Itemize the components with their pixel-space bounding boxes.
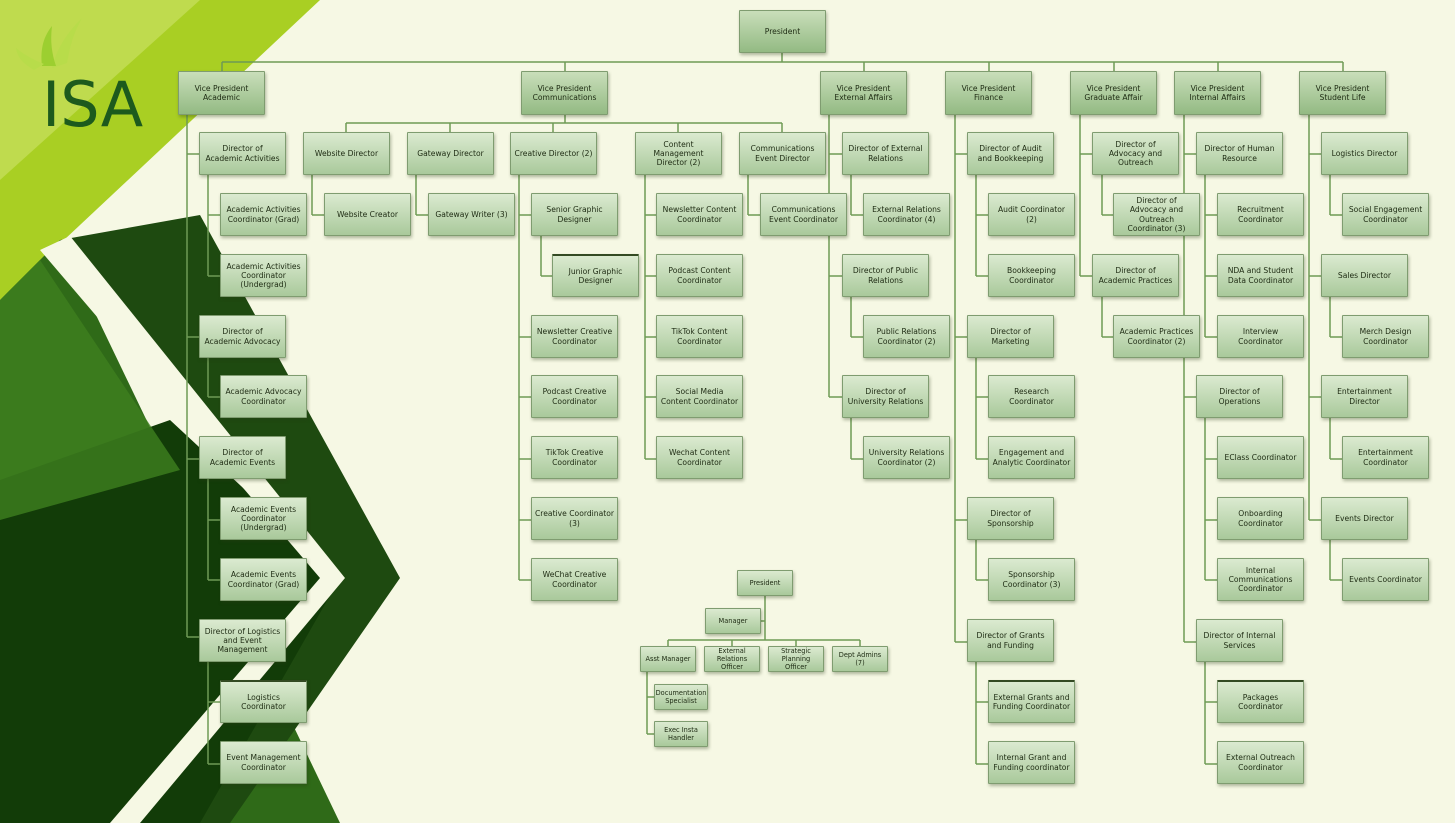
node-events-coord: Events Coordinator [1342, 558, 1429, 601]
node-social-media-content-coord: Social Media Content Coordinator [656, 375, 743, 418]
node-dir-academic-advocacy: Director of Academic Advocacy [199, 315, 286, 358]
node-public-relations-coord: Public Relations Coordinator (2) [863, 315, 950, 358]
legend-documentation-specialist: Documentation Specialist [654, 684, 708, 710]
node-comm-event-director: Communications Event Director [739, 132, 826, 175]
node-podcast-content-coord: Podcast Content Coordinator [656, 254, 743, 297]
node-newsletter-creative-coord: Newsletter Creative Coordinator [531, 315, 618, 358]
node-recruitment-coord: Recruitment Coordinator [1217, 193, 1304, 236]
node-dir-logistics-event-mgmt: Director of Logistics and Event Manageme… [199, 619, 286, 662]
legend-president: President [737, 570, 793, 596]
node-gateway-writer: Gateway Writer (3) [428, 193, 515, 236]
node-merch-design-coord: Merch Design Coordinator [1342, 315, 1429, 358]
node-dir-sponsorship: Director of Sponsorship [967, 497, 1054, 540]
node-logistics-coord: Logistics Coordinator [220, 680, 307, 723]
node-entertainment-coord: Entertainment Coordinator [1342, 436, 1429, 479]
node-president: President [739, 10, 826, 53]
node-academic-advocacy-coord: Academic Advocacy Coordinator [220, 375, 307, 418]
node-wechat-creative-coord: WeChat Creative Coordinator [531, 558, 618, 601]
node-sponsorship-coord: Sponsorship Coordinator (3) [988, 558, 1075, 601]
node-vp-internal-affairs: Vice President Internal Affairs [1174, 71, 1261, 115]
node-vp-academic: Vice President Academic [178, 71, 265, 115]
node-newsletter-content-coord: Newsletter Content Coordinator [656, 193, 743, 236]
node-onboarding-coord: Onboarding Coordinator [1217, 497, 1304, 540]
node-creative-coord: Creative Coordinator (3) [531, 497, 618, 540]
node-senior-graphic-designer: Senior Graphic Designer [531, 193, 618, 236]
node-bookkeeping-coord: Bookkeeping Coordinator [988, 254, 1075, 297]
legend-manager: Manager [705, 608, 761, 634]
node-logistics-director: Logistics Director [1321, 132, 1408, 175]
node-wechat-content-coord: Wechat Content Coordinator [656, 436, 743, 479]
node-junior-graphic-designer: Junior Graphic Designer [552, 254, 639, 297]
node-academic-events-grad: Academic Events Coordinator (Grad) [220, 558, 307, 601]
node-tiktok-creative-coord: TikTok Creative Coordinator [531, 436, 618, 479]
node-website-director: Website Director [303, 132, 390, 175]
node-events-director: Events Director [1321, 497, 1408, 540]
node-dir-audit-bookkeeping: Director of Audit and Bookkeeping [967, 132, 1054, 175]
node-dir-public-relations: Director of Public Relations [842, 254, 929, 297]
node-engagement-analytic-coord: Engagement and Analytic Coordinator [988, 436, 1075, 479]
node-vp-communications: Vice President Communications [521, 71, 608, 115]
node-nda-student-data-coord: NDA and Student Data Coordinator [1217, 254, 1304, 297]
node-dir-marketing: Director of Marketing [967, 315, 1054, 358]
node-internal-grant-coord: Internal Grant and Funding coordinator [988, 741, 1075, 784]
legend-exec-insta-handler: Exec Insta Handler [654, 721, 708, 747]
node-dir-operations: Director of Operations [1196, 375, 1283, 418]
node-gateway-director: Gateway Director [407, 132, 494, 175]
node-external-relations-coord: External Relations Coordinator (4) [863, 193, 950, 236]
node-comm-event-coord: Communications Event Coordinator [760, 193, 847, 236]
node-dir-academic-events: Director of Academic Events [199, 436, 286, 479]
node-external-grants-coord: External Grants and Funding Coordinator [988, 680, 1075, 723]
node-dir-internal-services: Director of Internal Services [1196, 619, 1283, 662]
node-research-coord: Research Coordinator [988, 375, 1075, 418]
node-academic-activities-grad: Academic Activities Coordinator (Grad) [220, 193, 307, 236]
node-vp-external-affairs: Vice President External Affairs [820, 71, 907, 115]
node-event-mgmt-coord: Event Management Coordinator [220, 741, 307, 784]
node-audit-coord: Audit Coordinator (2) [988, 193, 1075, 236]
node-dir-external-relations: Director of External Relations [842, 132, 929, 175]
node-interview-coord: Interview Coordinator [1217, 315, 1304, 358]
legend-external-relations-officer: External Relations Officer [704, 646, 760, 672]
node-internal-comm-coord: Internal Communications Coordinator [1217, 558, 1304, 601]
legend-dept-admins: Dept Admins (7) [832, 646, 888, 672]
node-advocacy-outreach-coord: Director of Advocacy and Outreach Coordi… [1113, 193, 1200, 236]
isa-logo: ISA [16, 18, 143, 133]
legend-asst-manager: Asst Manager [640, 646, 696, 672]
node-sales-director: Sales Director [1321, 254, 1408, 297]
node-academic-events-undergrad: Academic Events Coordinator (Undergrad) [220, 497, 307, 540]
node-academic-practices-coord: Academic Practices Coordinator (2) [1113, 315, 1200, 358]
node-academic-activities-undergrad: Academic Activities Coordinator (Undergr… [220, 254, 307, 297]
node-dir-grants-funding: Director of Grants and Funding [967, 619, 1054, 662]
node-social-engagement-coord: Social Engagement Coordinator [1342, 193, 1429, 236]
node-creative-director: Creative Director (2) [510, 132, 597, 175]
node-dir-university-relations: Director of University Relations [842, 375, 929, 418]
node-external-outreach-coord: External Outreach Coordinator [1217, 741, 1304, 784]
node-vp-graduate-affair: Vice President Graduate Affair [1070, 71, 1157, 115]
node-eclass-coord: EClass Coordinator [1217, 436, 1304, 479]
node-dir-academic-practices: Director of Academic Practices [1092, 254, 1179, 297]
node-podcast-creative-coord: Podcast Creative Coordinator [531, 375, 618, 418]
node-entertainment-director: Entertainment Director [1321, 375, 1408, 418]
node-content-mgmt-director: Content Management Director (2) [635, 132, 722, 175]
node-packages-coord: Packages Coordinator [1217, 680, 1304, 723]
node-dir-advocacy-outreach: Director of Advocacy and Outreach [1092, 132, 1179, 175]
node-university-relations-coord: University Relations Coordinator (2) [863, 436, 950, 479]
legend-strategic-planning-officer: Strategic Planning Officer [768, 646, 824, 672]
node-vp-student-life: Vice President Student Life [1299, 71, 1386, 115]
node-website-creator: Website Creator [324, 193, 411, 236]
node-vp-finance: Vice President Finance [945, 71, 1032, 115]
node-tiktok-content-coord: TikTok Content Coordinator [656, 315, 743, 358]
node-dir-human-resource: Director of Human Resource [1196, 132, 1283, 175]
node-dir-academic-activities: Director of Academic Activities [199, 132, 286, 175]
svg-text:ISA: ISA [42, 68, 143, 133]
